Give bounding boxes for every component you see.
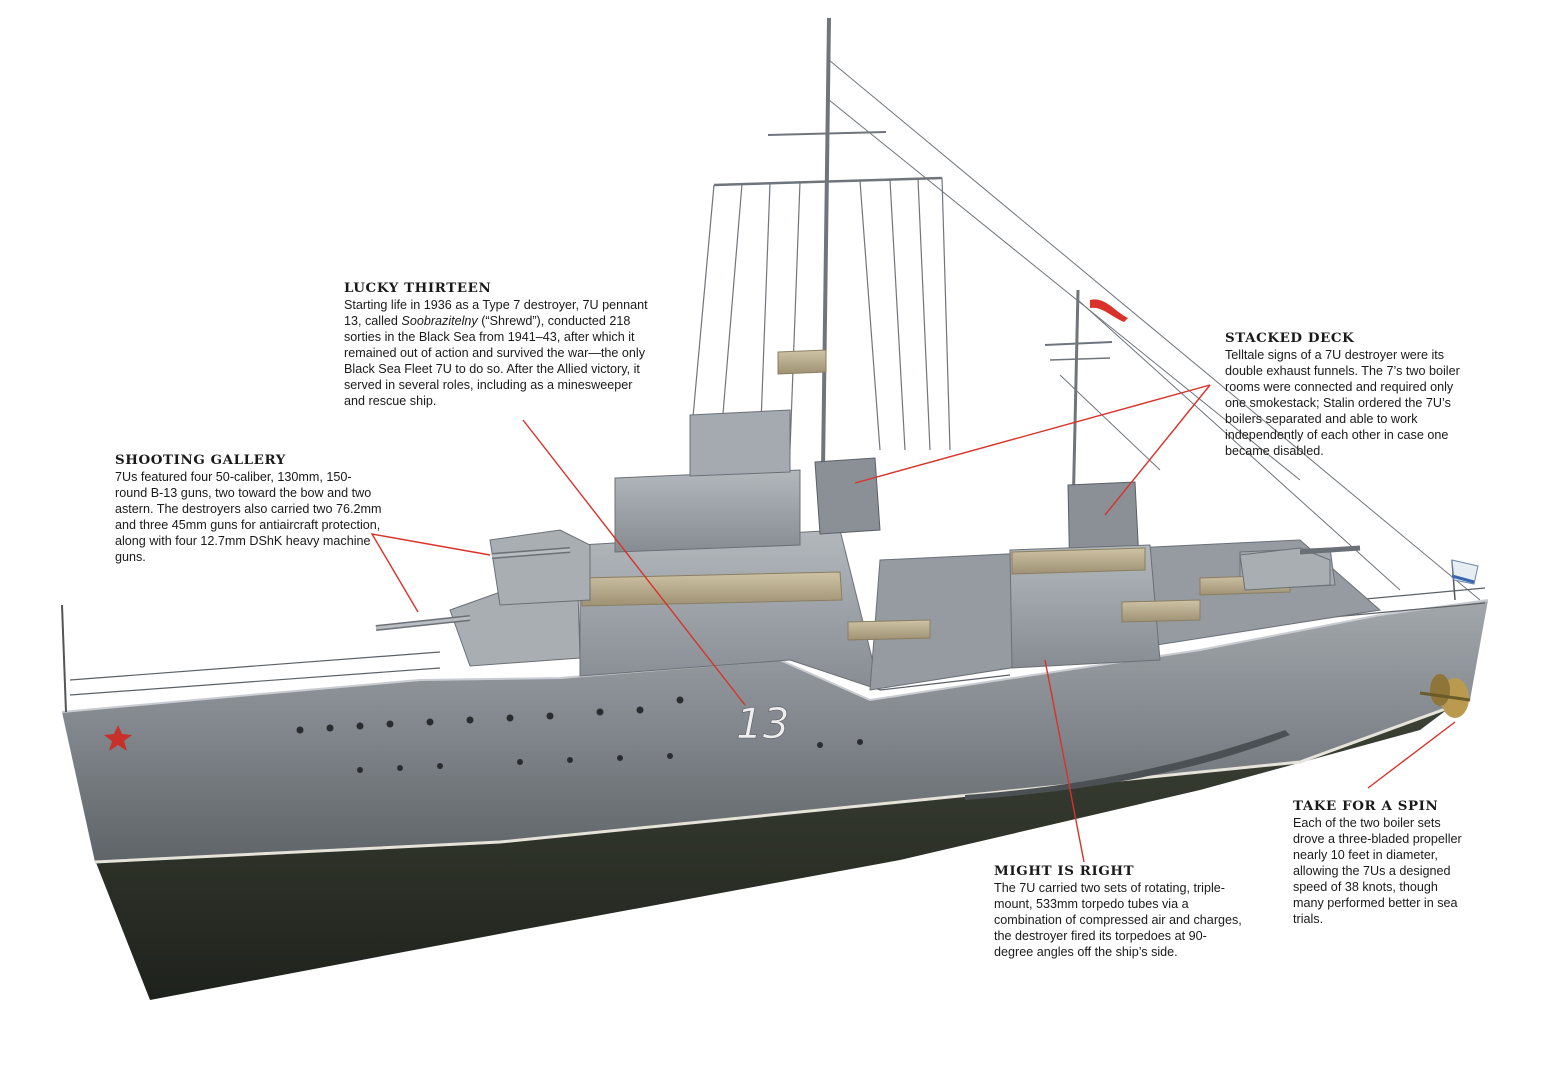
- callout-might-is-right: MIGHT IS RIGHT The 7U carried two sets o…: [994, 863, 1246, 960]
- callout-title: LUCKY THIRTEEN: [344, 280, 492, 296]
- callout-body: Each of the two boiler sets drove a thre…: [1293, 816, 1462, 926]
- callout-body: Starting life in 1936 as a Type 7 destro…: [344, 298, 652, 408]
- bow-jackstaff: [61, 604, 67, 713]
- leader-shooting: [370, 533, 491, 613]
- callout-body: 7Us featured four 50-caliber, 130mm, 150…: [115, 470, 382, 564]
- deck-railing: [69, 587, 1486, 696]
- callout-title: SHOOTING GALLERY: [115, 452, 286, 468]
- callout-lucky-thirteen: LUCKY THIRTEEN Starting life in 1936 as …: [344, 280, 654, 409]
- mast-flag: [1090, 299, 1128, 322]
- callout-title: MIGHT IS RIGHT: [994, 863, 1135, 879]
- hull-bottom: [95, 700, 1460, 1000]
- callout-shooting-gallery: SHOOTING GALLERY 7Us featured four 50-ca…: [115, 452, 383, 565]
- portholes: [296, 696, 863, 773]
- torpedo-bulge: [965, 730, 1290, 800]
- bow-star: [104, 725, 132, 751]
- leader-might: [1044, 659, 1085, 863]
- callout-stacked-deck: STACKED DECK Telltale signs of a 7U dest…: [1225, 330, 1463, 459]
- callout-title: TAKE FOR A SPIN: [1293, 798, 1439, 814]
- main-mast: [689, 17, 1481, 601]
- leader-stacked-b: [1104, 384, 1211, 516]
- propeller: [1419, 674, 1471, 718]
- aft-gun-turret: [1239, 545, 1361, 591]
- callout-title: STACKED DECK: [1225, 330, 1355, 346]
- boot-topping-line: [94, 698, 1471, 864]
- forward-gun-turret: [375, 529, 591, 667]
- stern-flag: [1451, 559, 1479, 601]
- hull-number: 13: [736, 699, 789, 748]
- leader-lucky: [522, 419, 746, 706]
- callout-body: Telltale signs of a 7U destroyer were it…: [1225, 348, 1460, 458]
- hull-side: [62, 600, 1488, 862]
- leader-lines: [370, 384, 1456, 863]
- callout-take-for-a-spin: TAKE FOR A SPIN Each of the two boiler s…: [1293, 798, 1471, 927]
- leader-spin: [1367, 721, 1456, 789]
- leader-stacked-a: [854, 384, 1211, 484]
- deck-edge: [61, 599, 1489, 713]
- callout-body: The 7U carried two sets of rotating, tri…: [994, 881, 1242, 959]
